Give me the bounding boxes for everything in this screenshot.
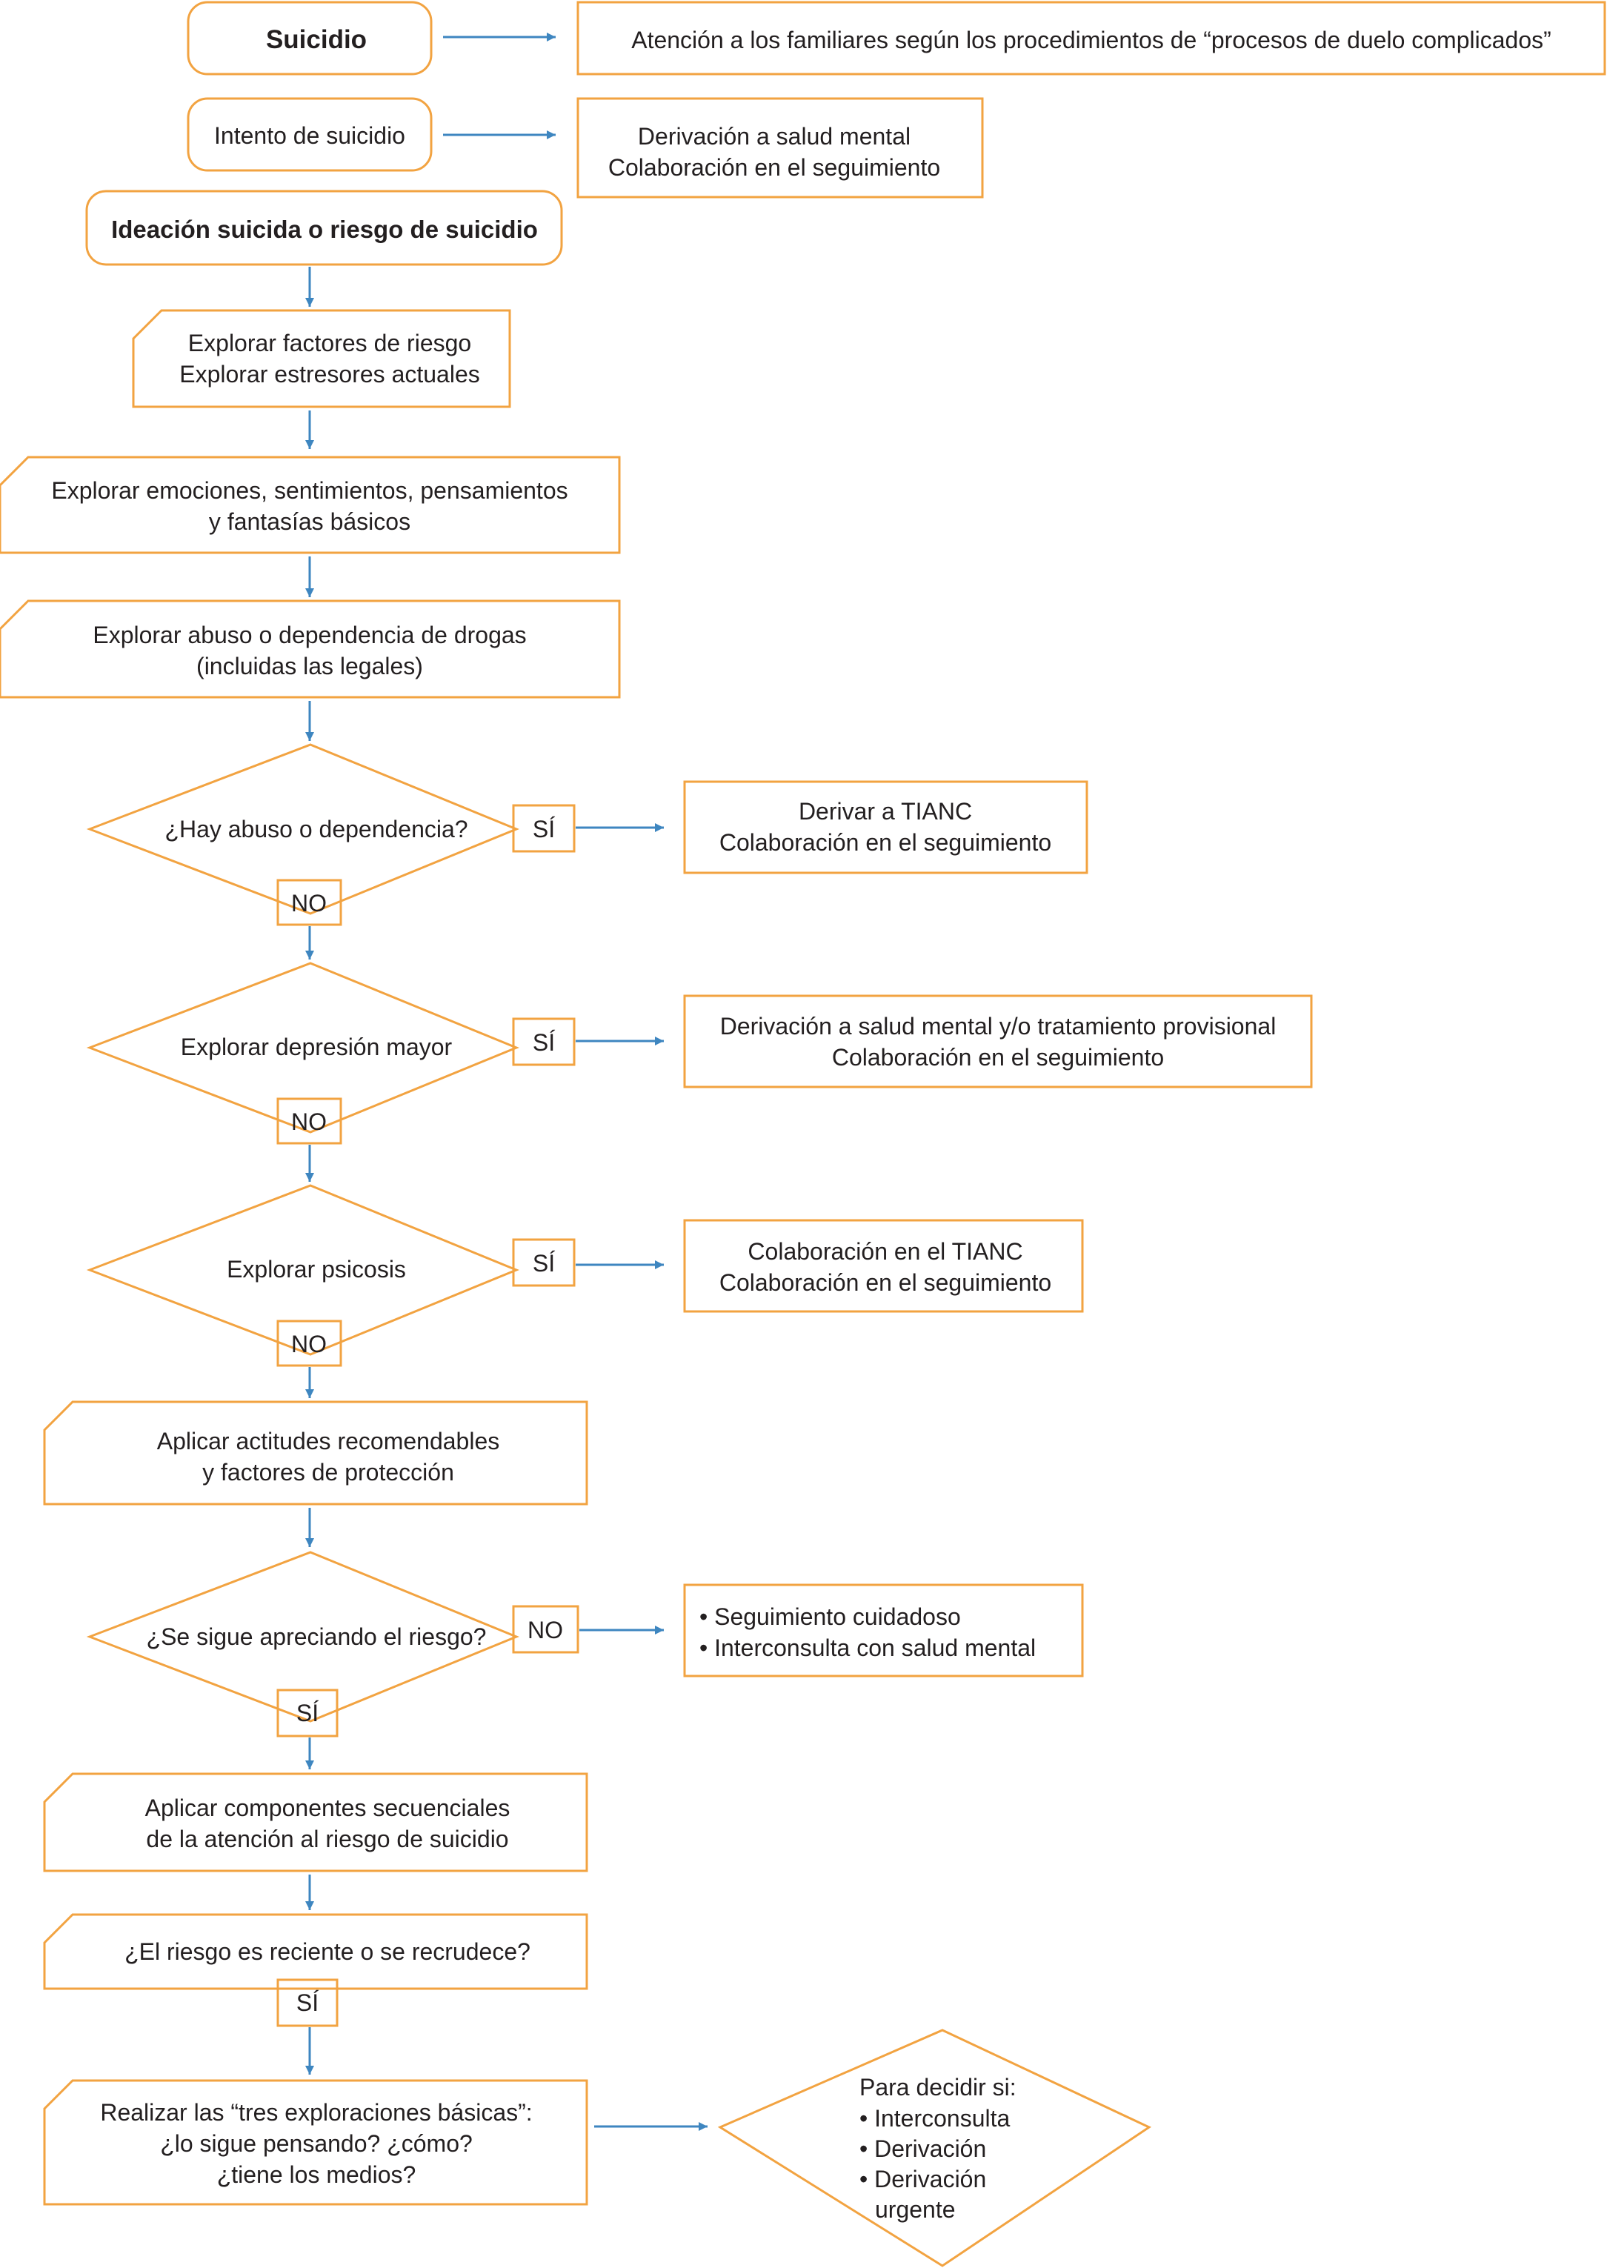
actitudes-line1: Aplicar actitudes recomendables	[157, 1428, 499, 1454]
suicidio-action-text: Atención a los familiares según los proc…	[631, 27, 1551, 53]
psicosis-yes-box	[512, 1238, 576, 1287]
decidir-line3: • Derivación	[859, 2135, 986, 2162]
abuso-yes-box	[512, 804, 576, 853]
depresion-yes-label: SÍ	[533, 1029, 555, 1056]
depresion-yes-box	[512, 1017, 576, 1066]
psicosis-no-label: NO	[291, 1331, 327, 1357]
abuso-no-box	[276, 879, 342, 926]
componentes-box	[43, 1772, 588, 1872]
ideacion-label: Ideación suicida o riesgo de suicidio	[111, 216, 538, 243]
intento-action-box	[576, 97, 984, 199]
decidir-diamond	[717, 2029, 1152, 2267]
depresion-action-box	[683, 994, 1313, 1088]
abuso-no-label: NO	[291, 890, 327, 917]
actitudes-line2: y factores de protección	[202, 1459, 454, 1486]
psicosis-action-box	[683, 1219, 1084, 1313]
abuso-diamond	[86, 743, 519, 915]
emociones-line1: Explorar emociones, sentimientos, pensam…	[51, 477, 568, 504]
psicosis-action-line2: Colaboración en el seguimiento	[719, 1269, 1051, 1296]
tres-box	[43, 2079, 588, 2206]
factores-line1: Explorar factores de riesgo	[188, 330, 471, 356]
depresion-no-label: NO	[291, 1108, 327, 1135]
abuso-action-box	[683, 780, 1088, 874]
factores-line2: Explorar estresores actuales	[179, 361, 480, 388]
abuso-yes-label: SÍ	[533, 816, 555, 842]
decidir-line4: • Derivación	[859, 2166, 986, 2192]
componentes-line2: de la atención al riesgo de suicidio	[146, 1826, 508, 1852]
psicosis-no-box	[276, 1320, 342, 1367]
depresion-question: Explorar depresión mayor	[181, 1034, 453, 1060]
drogas-line1: Explorar abuso o dependencia de drogas	[93, 622, 526, 648]
actitudes-box	[43, 1400, 588, 1506]
riesgo-yes-box	[276, 1689, 339, 1737]
tres-line3: ¿tiene los medios?	[217, 2161, 416, 2188]
riesgo-action-box	[683, 1583, 1084, 1677]
abuso-question: ¿Hay abuso o dependencia?	[164, 816, 467, 842]
decidir-line1: Para decidir si:	[859, 2074, 1016, 2101]
psicosis-action-line1: Colaboración en el TIANC	[748, 1238, 1022, 1265]
emociones-line2: y fantasías básicos	[209, 508, 410, 535]
tres-line2: ¿lo sigue pensando? ¿cómo?	[160, 2130, 473, 2157]
drogas-line2: (incluidas las legales)	[196, 653, 423, 679]
depresion-diamond	[86, 962, 519, 1134]
intento-action-line2: Colaboración en el seguimiento	[608, 154, 940, 181]
abuso-action-line2: Colaboración en el seguimiento	[719, 829, 1051, 856]
suicidio-label: Suicidio	[266, 25, 367, 54]
reciente-label: ¿El riesgo es reciente o se recrudece?	[124, 1938, 530, 1965]
riesgo-no-label: NO	[528, 1617, 563, 1643]
drogas-box	[0, 599, 621, 699]
tres-line1: Realizar las “tres exploraciones básicas…	[100, 2099, 532, 2126]
intento-action-line1: Derivación a salud mental	[638, 123, 911, 150]
reciente-yes-box	[276, 1978, 339, 2027]
intento-label: Intento de suicidio	[214, 122, 405, 149]
depresion-action-line2: Colaboración en el seguimiento	[832, 1044, 1164, 1071]
riesgo-action-line1: • Seguimiento cuidadoso	[699, 1603, 961, 1630]
abuso-action-line1: Derivar a TIANC	[799, 798, 972, 825]
decidir-line5: urgente	[875, 2196, 956, 2223]
reciente-yes-label: SÍ	[296, 1989, 319, 2016]
reciente-box	[43, 1913, 588, 1990]
componentes-line1: Aplicar componentes secuenciales	[145, 1795, 510, 1821]
intento-node	[187, 97, 433, 172]
suicidio-action-box	[576, 1, 1606, 76]
depresion-no-box	[276, 1097, 342, 1145]
riesgo-diamond	[86, 1551, 519, 1723]
psicosis-yes-label: SÍ	[533, 1250, 555, 1277]
suicidio-node	[187, 1, 433, 76]
riesgo-action-line2: • Interconsulta con salud mental	[699, 1635, 1036, 1661]
emociones-box	[0, 456, 621, 554]
depresion-action-line1: Derivación a salud mental y/o tratamient…	[720, 1013, 1277, 1040]
factores-box	[132, 309, 511, 408]
psicosis-diamond	[86, 1184, 519, 1356]
decidir-line2: • Interconsulta	[859, 2105, 1011, 2132]
riesgo-yes-label: SÍ	[296, 1700, 319, 1726]
riesgo-no-box	[512, 1605, 579, 1654]
ideacion-node	[85, 190, 563, 266]
psicosis-question: Explorar psicosis	[227, 1256, 406, 1283]
riesgo-question: ¿Se sigue apreciando el riesgo?	[147, 1623, 487, 1650]
